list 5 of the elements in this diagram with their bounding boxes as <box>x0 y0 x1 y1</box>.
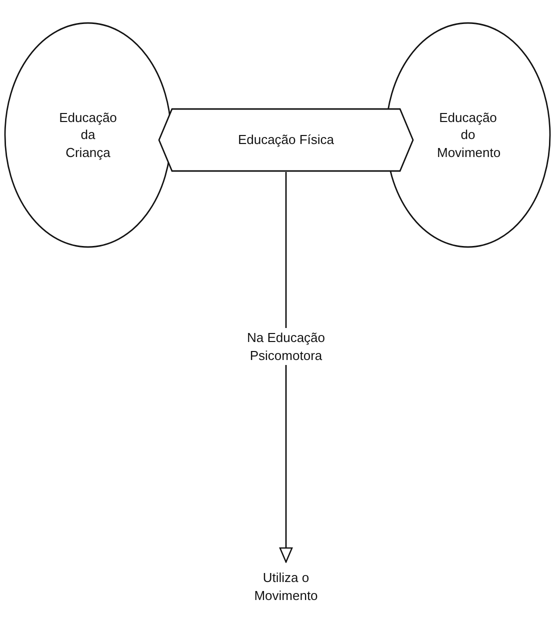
node-label: Utiliza o Movimento <box>253 569 319 605</box>
node-label: Educação Física <box>238 131 334 149</box>
node-label: Educação do Movimento <box>437 108 499 162</box>
node-label: Educação da Criança <box>58 108 118 162</box>
arrow <box>279 172 293 563</box>
